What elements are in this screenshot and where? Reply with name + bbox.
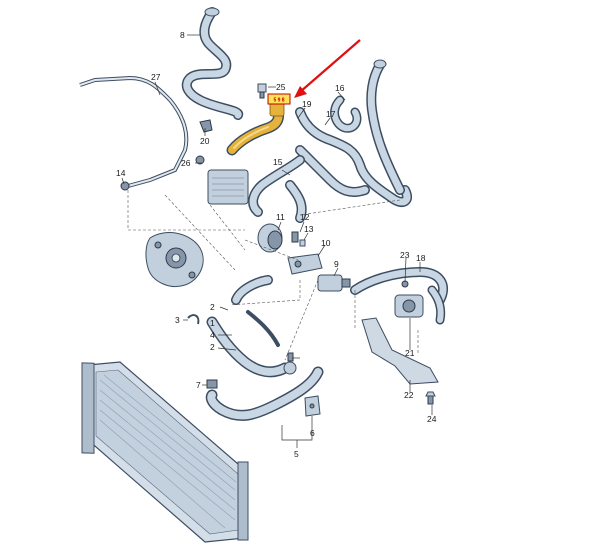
callout-21: 21 — [405, 348, 415, 358]
callout-2-upper: 2 — [210, 302, 215, 312]
callout-12: 12 — [300, 212, 310, 222]
bracket-6 — [304, 395, 321, 417]
callout-11: 11 — [276, 212, 285, 222]
thermostat-housing — [257, 223, 323, 275]
leader-lines — [121, 34, 433, 448]
clip-20 — [199, 119, 213, 133]
fitting-25 — [257, 83, 267, 99]
callout-17: 17 — [326, 109, 336, 119]
callout-18: 18 — [416, 253, 426, 263]
red-arrow — [294, 39, 361, 98]
callout-14: 14 — [116, 168, 126, 178]
hose-19-cluster — [295, 59, 412, 207]
callout-22: 22 — [404, 390, 414, 400]
callout-7: 7 — [196, 380, 201, 390]
callout-26: 26 — [181, 158, 191, 168]
hose-8 — [181, 7, 243, 120]
callout-25: 25 — [276, 82, 286, 92]
callout-6: 6 — [310, 428, 315, 438]
callout-9: 9 — [334, 259, 339, 269]
valve-21 — [394, 280, 424, 318]
callout-3: 3 — [175, 315, 180, 325]
callout-5: 5 — [294, 449, 299, 459]
tee-fitting — [283, 352, 297, 375]
radiator — [81, 361, 249, 543]
bracket-22 — [361, 317, 439, 385]
callout-27: 27 — [151, 72, 161, 82]
water-pump — [145, 232, 204, 287]
electric-pump-9 — [317, 274, 351, 292]
callout-24: 24 — [427, 414, 437, 424]
dashed-assembly-lines — [127, 190, 419, 361]
callout-1: 1 — [210, 318, 215, 328]
callout-numbers: 8 27 25 20 19 16 17 26 14 15 11 12 13 10… — [116, 30, 437, 459]
clip-7 — [206, 379, 218, 389]
lower-hose-main — [205, 275, 324, 421]
callout-10: 10 — [321, 238, 331, 248]
callout-13: 13 — [304, 224, 314, 234]
highlight-tag: 5 9 8 — [267, 93, 291, 105]
cooler-unit — [195, 155, 249, 205]
bolt-24 — [425, 391, 436, 405]
callout-15: 15 — [273, 157, 283, 167]
hose-15 — [248, 155, 307, 223]
callout-8: 8 — [180, 30, 185, 40]
callout-16: 16 — [335, 83, 345, 93]
highlighted-hose — [226, 101, 285, 156]
callout-4: 4 — [210, 330, 215, 340]
svg-text:5 9 8: 5 9 8 — [273, 98, 284, 104]
pipe-27 — [79, 75, 189, 191]
callout-2-lower: 2 — [210, 342, 215, 352]
clip-3 — [187, 314, 200, 325]
callout-20: 20 — [200, 136, 210, 146]
callout-23: 23 — [400, 250, 410, 260]
callout-19: 19 — [302, 99, 312, 109]
